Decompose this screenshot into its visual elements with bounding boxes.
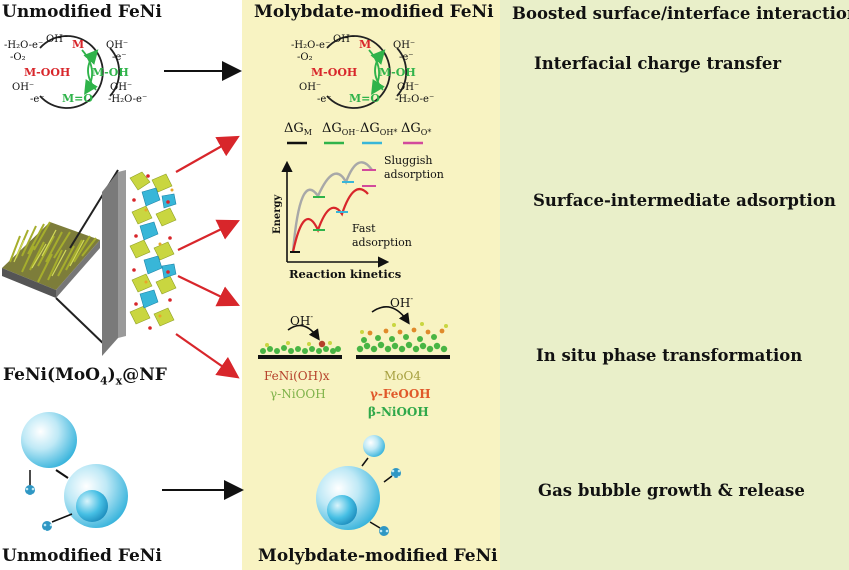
legend-dgostar: ΔGO* <box>401 121 431 137</box>
cycle-m-moh-label: M-OH <box>379 66 416 79</box>
cycle-m-mo-label: M=O <box>349 92 380 105</box>
cycle-m-oh-label-4: OH⁻ <box>397 82 419 93</box>
sluggish-label-1: Sluggish <box>384 154 432 167</box>
cycle-m-oh-label: OH⁻ <box>333 34 355 45</box>
cycle-h2o-label-2: -H₂O-e⁻ <box>108 94 147 105</box>
title-unmodified-top: Unmodified FeNi <box>2 2 162 22</box>
nanosheet-array-image <box>2 169 119 349</box>
bubbles-middle-image <box>316 435 401 536</box>
red-arrows <box>175 135 240 379</box>
cycle-m-m-label: M <box>359 38 371 51</box>
cycle-oh-label: OH⁻ <box>46 34 68 45</box>
item-surface-adsorption: Surface-intermediate adsorption <box>533 191 836 210</box>
oh-left-label: OH- <box>290 312 313 328</box>
phase-left-image <box>258 324 342 359</box>
title-unmodified-bottom: Unmodified FeNi <box>2 546 162 566</box>
crystal-structure-image <box>102 170 177 356</box>
molybdate-panel <box>242 0 500 570</box>
legend-dgohstar: ΔGOH* <box>360 121 397 137</box>
cycle-m-oh-label-3: OH⁻ <box>299 82 321 93</box>
item-phase-transformation: In situ phase transformation <box>536 346 803 365</box>
cycle-oh-label-4: OH⁻ <box>110 82 132 93</box>
cycle-m-h2o-label-2: -H₂O-e⁻ <box>395 94 434 105</box>
item-bubble-release: Gas bubble growth & release <box>538 481 805 500</box>
title-modified-bottom: Molybdate-modified FeNi <box>258 546 498 566</box>
sluggish-label-2: adsorption <box>384 168 444 181</box>
header-boosted-interaction: Boosted surface/interface interaction <box>512 4 849 23</box>
cycle-oh-label-2: OH⁻ <box>106 40 128 51</box>
cycle-o2-label: -O₂ <box>10 52 26 63</box>
fast-label-2: adsorption <box>352 236 412 249</box>
oh-right-label: OH- <box>390 294 413 310</box>
cycle-e-label-2: -e⁻ <box>30 94 45 105</box>
material-label: FeNi(MoO4)x@NF <box>3 365 167 388</box>
cycle-h2o-label: -H₂O-e⁻ <box>4 40 43 51</box>
cycle-mo-label: M=O <box>62 92 93 105</box>
energy-diagram <box>281 141 423 268</box>
cycle-m-label: M <box>72 38 84 51</box>
phase-right-feooh: γ-FeOOH <box>370 387 431 401</box>
cycle-m-mooh-label: M-OOH <box>311 66 357 79</box>
legend-dgoh: ΔGOH⁻ <box>322 121 360 137</box>
reaction-axis-label: Reaction kinetics <box>289 267 401 281</box>
item-charge-transfer: Interfacial charge transfer <box>534 54 782 73</box>
cycle-m-oh-label-2: OH⁻ <box>393 40 415 51</box>
cycle-e-label: -e⁻ <box>112 52 127 63</box>
cycle-moh-label: M-OH <box>92 66 129 79</box>
cycle-m-o2-label: -O₂ <box>297 52 313 63</box>
phase-left-feni: FeNi(OH)x <box>264 369 330 383</box>
title-modified-top: Molybdate-modified FeNi <box>254 2 494 22</box>
cycle-m-e-label: -e⁻ <box>399 52 414 63</box>
energy-axis-label: Energy <box>272 193 283 234</box>
cycle-mooh-label: M-OOH <box>24 66 70 79</box>
cycle-oh-label-3: OH⁻ <box>12 82 34 93</box>
cycle-m-h2o-label: -H₂O-e⁻ <box>291 40 330 51</box>
phase-right-moo4: MoO4 <box>384 369 421 383</box>
cycle-modified <box>326 35 407 109</box>
fast-label-1: Fast <box>352 222 376 235</box>
cycle-m-e-label-2: -e⁻ <box>317 94 332 105</box>
phase-left-nio: γ-NiOOH <box>270 387 326 401</box>
properties-panel <box>500 0 849 570</box>
bubbles-left-image <box>21 412 128 531</box>
cycle-unmodified <box>39 35 120 109</box>
legend-dgm: ΔGM <box>284 121 312 137</box>
phase-right-niooh: β-NiOOH <box>368 405 429 419</box>
phase-right-image <box>356 306 450 359</box>
